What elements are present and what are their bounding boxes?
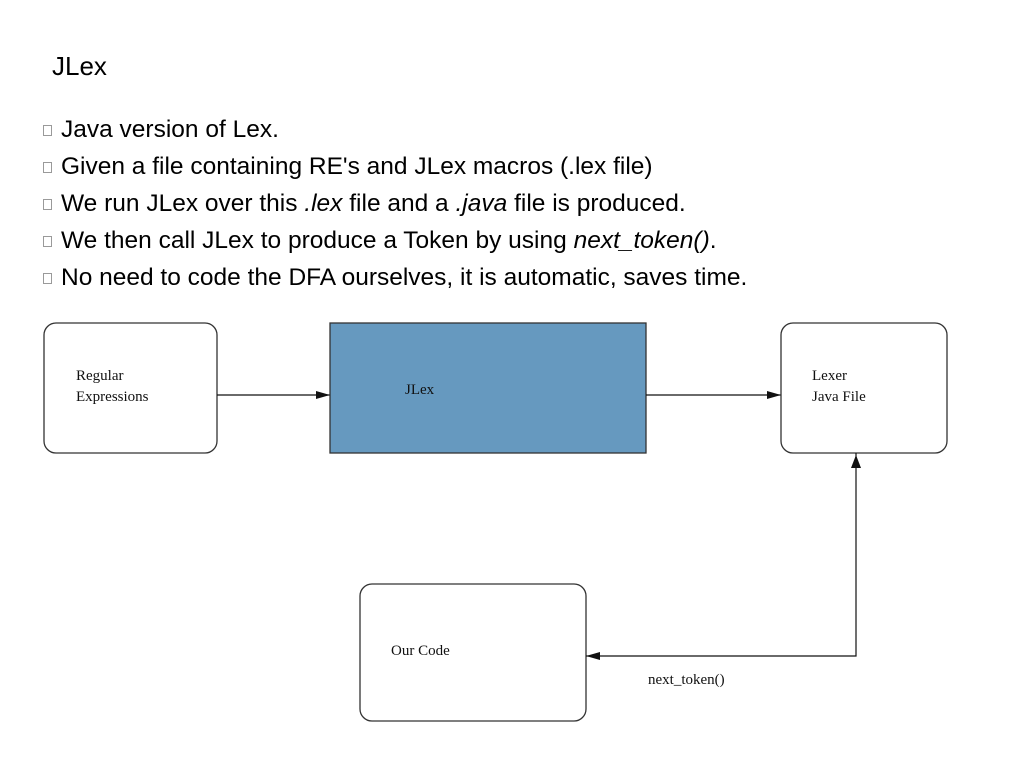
bullet-text-italic: .lex	[304, 190, 343, 217]
bullet-marker-icon	[43, 273, 52, 284]
bullet-text: file is produced.	[507, 190, 686, 217]
our-code-box-label: Our Code	[391, 643, 450, 659]
bullet-list: Java version of Lex. Given a file contain…	[43, 111, 873, 296]
regex-box-label-line1: Regular	[76, 368, 123, 384]
bullet-item: Java version of Lex.	[43, 111, 873, 148]
bullet-item: We then call JLex to produce a Token by …	[43, 222, 873, 259]
jlex-box-label: JLex	[405, 382, 435, 398]
slide-title: JLex	[52, 51, 107, 81]
bullet-text: We then call JLex to produce a Token by …	[61, 227, 574, 254]
jlex-box: JLex	[329, 322, 647, 454]
next-token-label: next_token()	[648, 672, 725, 688]
bullet-text: .	[709, 227, 717, 254]
bullet-item: Given a file containing RE's and JLex ma…	[43, 148, 873, 185]
bullet-marker-icon	[43, 162, 52, 173]
lexer-box: Lexer Java File	[780, 322, 948, 454]
bullet-text-italic: next_token()	[573, 227, 710, 254]
bullet-item: No need to code the DFA ourselves, it is…	[43, 259, 873, 296]
our-code-box: Our Code	[359, 583, 587, 722]
bullet-text: We run JLex over this	[61, 190, 305, 217]
bullet-item: We run JLex over this .lex file and a .j…	[43, 185, 873, 222]
bullet-text: Java version of Lex.	[61, 116, 279, 143]
bullet-marker-icon	[43, 199, 52, 210]
bullet-marker-icon	[43, 125, 52, 136]
bullet-text: Given a file containing RE's and JLex ma…	[61, 153, 653, 180]
bullet-marker-icon	[43, 236, 52, 247]
bullet-text: No need to code the DFA ourselves, it is…	[61, 264, 748, 291]
bullet-text: file and a	[342, 190, 456, 217]
arrow-up-into-lexer	[851, 455, 861, 468]
regex-box: Regular Expressions	[43, 322, 218, 454]
jlex-box-fill	[329, 322, 647, 454]
lexer-box-label-line2: Java File	[812, 389, 866, 405]
regex-box-label-line2: Expressions	[76, 389, 149, 405]
bullet-text-italic: .java	[455, 190, 508, 217]
arrow-lexer-to-our-code	[586, 453, 857, 660]
lexer-box-label-line1: Lexer	[812, 368, 847, 384]
